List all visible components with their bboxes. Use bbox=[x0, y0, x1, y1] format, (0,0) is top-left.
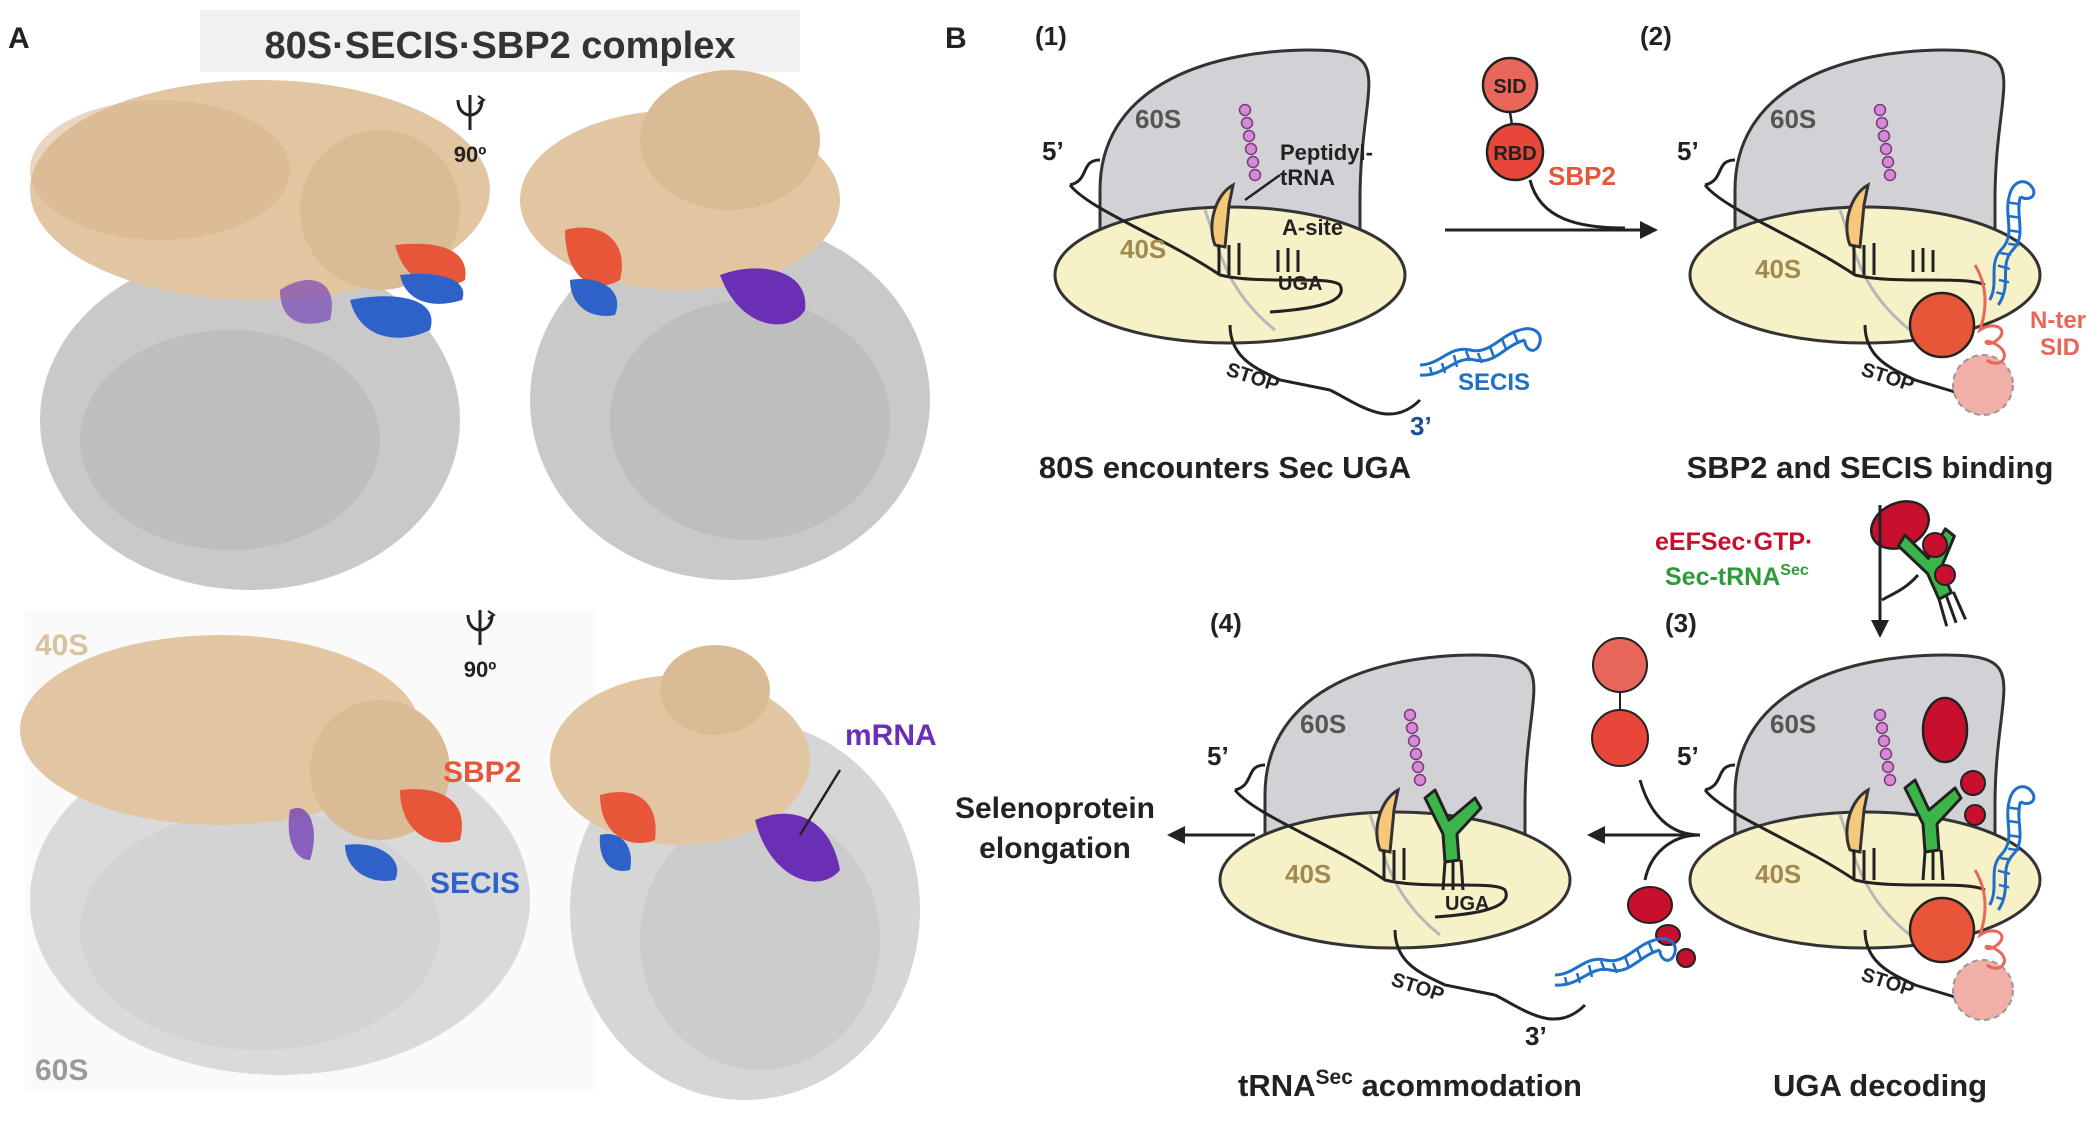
label-40S: 40S bbox=[35, 629, 88, 662]
label-eefsec-2-sup: Sec bbox=[1780, 562, 1809, 579]
label-sid: SID bbox=[1493, 76, 1526, 98]
rotation-icon-bottom bbox=[466, 610, 496, 645]
label-uga-step4: UGA bbox=[1445, 893, 1489, 915]
map-top-left bbox=[30, 80, 490, 590]
label-40S-step3: 40S bbox=[1755, 859, 1801, 889]
label-peptidyl-2: tRNA bbox=[1280, 165, 1335, 190]
label-eefsec-1: eEFSec·GTP· bbox=[1655, 528, 1813, 556]
map-top-right bbox=[520, 70, 930, 580]
caption-step-4: tRNASec acommodation bbox=[1238, 1066, 1582, 1103]
caption-step-3: UGA decoding bbox=[1773, 1068, 1987, 1103]
released-eefsec bbox=[1627, 886, 1696, 968]
label-60S-step2: 60S bbox=[1770, 104, 1816, 134]
label-SECIS: SECIS bbox=[430, 867, 520, 900]
caption-step-1: 80S encounters Sec UGA bbox=[1039, 450, 1411, 485]
step-4-label: (4) bbox=[1210, 608, 1242, 638]
sbp2-free bbox=[1481, 56, 1545, 182]
arrow-step-2-to-3 bbox=[1871, 505, 1920, 638]
panel-a-letter: A bbox=[8, 22, 30, 55]
label-SBP2: SBP2 bbox=[443, 756, 521, 789]
label-nter-2: SID bbox=[2040, 334, 2080, 361]
panel-a-title-bg bbox=[200, 10, 800, 72]
mrna-pointer bbox=[798, 769, 842, 836]
label-60S: 60S bbox=[35, 1054, 88, 1087]
step-2-label: (2) bbox=[1640, 21, 1672, 51]
released-sbp2 bbox=[1591, 637, 1649, 767]
label-selenoprotein-1: Selenoprotein bbox=[955, 792, 1155, 825]
label-eefsec-2-base: Sec-tRNA bbox=[1665, 563, 1780, 591]
label-peptidyl-1: Peptidyl- bbox=[1280, 140, 1373, 165]
ribosome-step-4 bbox=[1218, 653, 1677, 1021]
arrow-to-elongation bbox=[1167, 826, 1255, 844]
caption-step-4-pre: tRNA bbox=[1238, 1068, 1316, 1103]
step-3-label: (3) bbox=[1665, 608, 1697, 638]
step-1-label: (1) bbox=[1035, 21, 1067, 51]
arrow-step-3-to-4 bbox=[1587, 779, 1701, 881]
rotation-icon-top bbox=[456, 95, 486, 130]
label-nter-1: N-ter bbox=[2030, 307, 2086, 334]
label-5prime-step4: 5’ bbox=[1207, 741, 1229, 771]
label-40S-step2: 40S bbox=[1755, 254, 1801, 284]
label-60S-step1: 60S bbox=[1135, 104, 1181, 134]
label-5prime-step1: 5’ bbox=[1042, 136, 1064, 166]
map-bottom-left bbox=[20, 610, 595, 1090]
label-5prime-step2: 5’ bbox=[1677, 136, 1699, 166]
label-rbd: RBD bbox=[1493, 143, 1536, 165]
label-mRNA: mRNA bbox=[845, 719, 937, 752]
label-40S-step4: 40S bbox=[1285, 859, 1331, 889]
ternary-complex bbox=[1870, 500, 1984, 634]
ribosome-step-2 bbox=[1688, 48, 2061, 416]
panel-b-letter: B bbox=[945, 22, 967, 55]
label-5prime-step3: 5’ bbox=[1677, 741, 1699, 771]
label-stop-step4: STOP bbox=[1388, 969, 1446, 1007]
rotation-label-bottom: 90º bbox=[464, 657, 497, 682]
label-uga-step1: UGA bbox=[1278, 273, 1322, 295]
map-bottom-right bbox=[550, 645, 920, 1100]
panel-a-title: 80S·SECIS·SBP2 complex bbox=[265, 25, 736, 67]
label-60S-step3: 60S bbox=[1770, 709, 1816, 739]
label-asite: A-site bbox=[1282, 215, 1343, 240]
caption-step-4-post: acommodation bbox=[1353, 1068, 1582, 1103]
caption-step-2: SBP2 and SECIS binding bbox=[1687, 450, 2054, 485]
caption-step-4-sup: Sec bbox=[1316, 1066, 1354, 1089]
label-eefsec-2: Sec-tRNASec bbox=[1665, 562, 1809, 591]
ribosome-step-3 bbox=[1688, 653, 2061, 1021]
rotation-label-top: 90º bbox=[454, 142, 487, 167]
label-selenoprotein-2: elongation bbox=[979, 832, 1131, 865]
label-secis-step1: SECIS bbox=[1458, 369, 1530, 396]
label-sbp2-b: SBP2 bbox=[1548, 161, 1616, 191]
peptidyl-pointer bbox=[1244, 173, 1281, 202]
arrow-step-1-to-2 bbox=[1445, 179, 1658, 239]
label-60S-step4: 60S bbox=[1300, 709, 1346, 739]
label-3prime-step4: 3’ bbox=[1525, 1021, 1547, 1051]
label-40S-step1: 40S bbox=[1120, 234, 1166, 264]
label-3prime-step1: 3’ bbox=[1410, 411, 1432, 441]
ribosome-step-1 bbox=[1053, 48, 1542, 416]
